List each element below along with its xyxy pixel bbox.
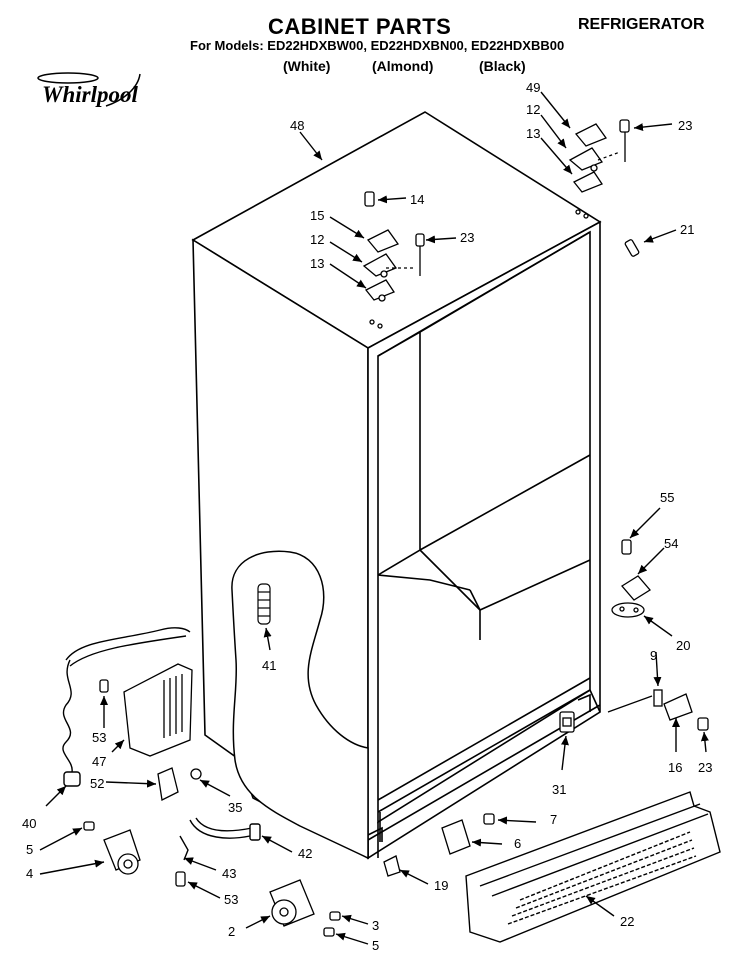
callout-54: 54 [664, 536, 678, 551]
callout-13: 13 [526, 126, 540, 141]
drain-tube-part-42 [179, 817, 261, 861]
callout-49: 49 [526, 80, 540, 95]
callout-40: 40 [22, 816, 36, 831]
callout-53: 53 [224, 892, 238, 907]
callout-6: 6 [514, 836, 521, 851]
control-box-part-47 [99, 663, 193, 757]
callout-19: 19 [434, 878, 448, 893]
callout-16: 16 [668, 760, 682, 775]
bracket-part-19 [383, 855, 401, 877]
page-title: CABINET PARTS [268, 14, 452, 39]
callout-15: 15 [310, 208, 324, 223]
screw-part-53 [175, 871, 186, 887]
callout-12: 12 [310, 232, 324, 247]
callout-35: 35 [228, 800, 242, 815]
callout-5: 5 [372, 938, 379, 953]
callout-21: 21 [680, 222, 694, 237]
callout-14: 14 [410, 192, 424, 207]
caster-part-4 [83, 821, 141, 875]
brand-name: Whirlpool [42, 82, 138, 107]
callout-labels: 48 49 12 13 23 14 15 12 23 13 21 55 54 2… [22, 80, 712, 953]
callout-3: 3 [372, 918, 379, 933]
callout-12: 12 [526, 102, 540, 117]
callout-42: 42 [298, 846, 312, 861]
toe-grille-part-22 [465, 791, 721, 943]
hinge-assembly-right [568, 119, 630, 219]
bracket-assembly-right [611, 539, 651, 618]
callout-52: 52 [90, 776, 104, 791]
callout-2: 2 [228, 924, 235, 939]
brand-logo: Whirlpool [28, 68, 158, 117]
callout-23: 23 [460, 230, 474, 245]
color-label-black: (Black) [479, 58, 526, 74]
caster-part-2 [269, 879, 341, 937]
plug-part-21 [624, 239, 640, 257]
callout-53: 53 [92, 730, 106, 745]
brand-swoosh-icon [37, 72, 141, 107]
hinge-bracket-bottom-right [607, 689, 709, 731]
product-type-label: REFRIGERATOR [578, 16, 705, 33]
callout-48: 48 [290, 118, 304, 133]
callout-13: 13 [310, 256, 324, 271]
callout-23: 23 [698, 760, 712, 775]
bracket-part-6 [441, 813, 495, 855]
callout-7: 7 [550, 812, 557, 827]
power-cord-part-40 [62, 627, 191, 787]
callout-31: 31 [552, 782, 566, 797]
clip-part-52 [157, 767, 202, 801]
switch-part-31 [559, 711, 575, 733]
callout-22: 22 [620, 914, 634, 929]
callout-20: 20 [676, 638, 690, 653]
callout-9: 9 [650, 648, 657, 663]
callout-41: 41 [262, 658, 276, 673]
callout-23: 23 [678, 118, 692, 133]
cutaway-view [231, 550, 369, 860]
callout-47: 47 [92, 754, 106, 769]
callout-5: 5 [26, 842, 33, 857]
fitting-part-41 [257, 583, 271, 625]
callout-43: 43 [222, 866, 236, 881]
color-label-white: (White) [283, 58, 331, 74]
models-line: For Models: ED22HDXBW00, ED22HDXBN00, ED… [190, 38, 565, 53]
callout-55: 55 [660, 490, 674, 505]
callout-4: 4 [26, 866, 33, 881]
leader-arrows [39, 91, 709, 945]
hinge-assembly-left [362, 191, 425, 329]
color-label-almond: (Almond) [372, 58, 434, 74]
